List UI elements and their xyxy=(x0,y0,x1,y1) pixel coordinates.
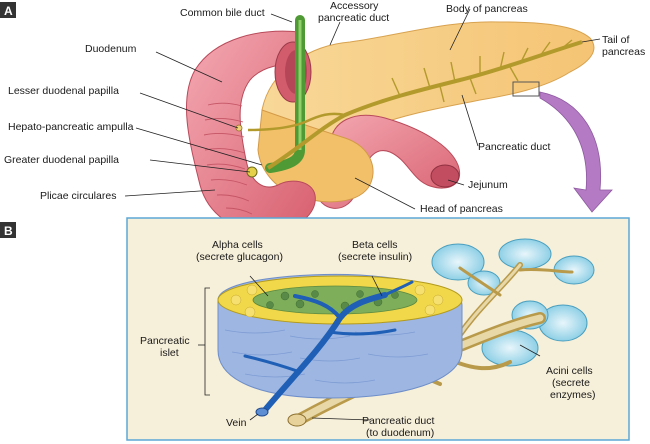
duct-branches xyxy=(391,39,573,103)
zoom-region-box xyxy=(512,81,540,97)
label-acini-2: (secrete xyxy=(552,377,590,389)
panel-b-tag-box xyxy=(0,222,16,238)
vein-network xyxy=(243,280,414,413)
label-beta-cells-1: Beta cells xyxy=(352,239,398,251)
jejunum-opening xyxy=(430,164,460,188)
label-duodenum: Duodenum xyxy=(85,43,137,55)
beta-cells xyxy=(230,284,444,318)
zoom-arrow xyxy=(539,91,613,213)
label-alpha-cells-2: (secrete glucagon) xyxy=(196,251,283,263)
leader-lines-b xyxy=(198,275,541,421)
label-ampulla: Hepato-pancreatic ampulla xyxy=(8,121,134,133)
lesser-papilla xyxy=(235,124,243,132)
label-head-of-pancreas: Head of pancreas xyxy=(420,203,503,215)
panel-b-tag: B xyxy=(4,224,13,238)
label-alpha-cells-1: Alpha cells xyxy=(212,239,263,251)
label-body-of-pancreas: Body of pancreas xyxy=(446,3,528,15)
duodenum xyxy=(186,30,316,233)
label-jejunum: Jejunum xyxy=(468,179,508,191)
label-islet-2: islet xyxy=(160,347,179,359)
label-pancreatic-duct: Pancreatic duct xyxy=(478,141,550,153)
islet-base-cells xyxy=(224,329,429,384)
label-greater-papilla: Greater duodenal papilla xyxy=(4,154,119,166)
panel-a: A xyxy=(0,0,645,233)
label-acini-3: enzymes) xyxy=(550,389,596,401)
islet-brace xyxy=(204,287,210,396)
label-beta-cells-2: (secrete insulin) xyxy=(338,251,412,263)
label-tail-2: pancreas xyxy=(602,46,645,58)
panel-a-tag-box xyxy=(0,2,16,18)
label-accessory-duct-1: Accessory xyxy=(330,0,379,12)
label-lesser-papilla: Lesser duodenal papilla xyxy=(8,85,119,97)
label-vein: Vein xyxy=(226,417,247,429)
label-common-bile-duct: Common bile duct xyxy=(180,7,265,19)
common-bile-duct xyxy=(265,15,305,173)
label-acini-1: Acini cells xyxy=(546,365,593,377)
label-pancreatic-duct-b-2: (to duodenum) xyxy=(366,427,434,439)
plicae-folds xyxy=(203,102,253,215)
label-tail-1: Tail of xyxy=(602,34,630,46)
label-pancreatic-duct-b-1: Pancreatic duct xyxy=(362,415,434,427)
label-islet-1: Pancreatic xyxy=(140,335,190,347)
panel-a-tag: A xyxy=(4,4,13,18)
label-plicae: Plicae circulares xyxy=(40,190,116,202)
label-accessory-duct-2: pancreatic duct xyxy=(318,12,389,24)
panel-b: B xyxy=(0,217,630,441)
vein-end xyxy=(255,407,269,417)
leader-lines-a xyxy=(124,8,601,210)
main-pancreatic-duct xyxy=(266,40,583,170)
duct-end xyxy=(287,413,307,427)
accessory-pancreatic-duct xyxy=(247,112,346,132)
